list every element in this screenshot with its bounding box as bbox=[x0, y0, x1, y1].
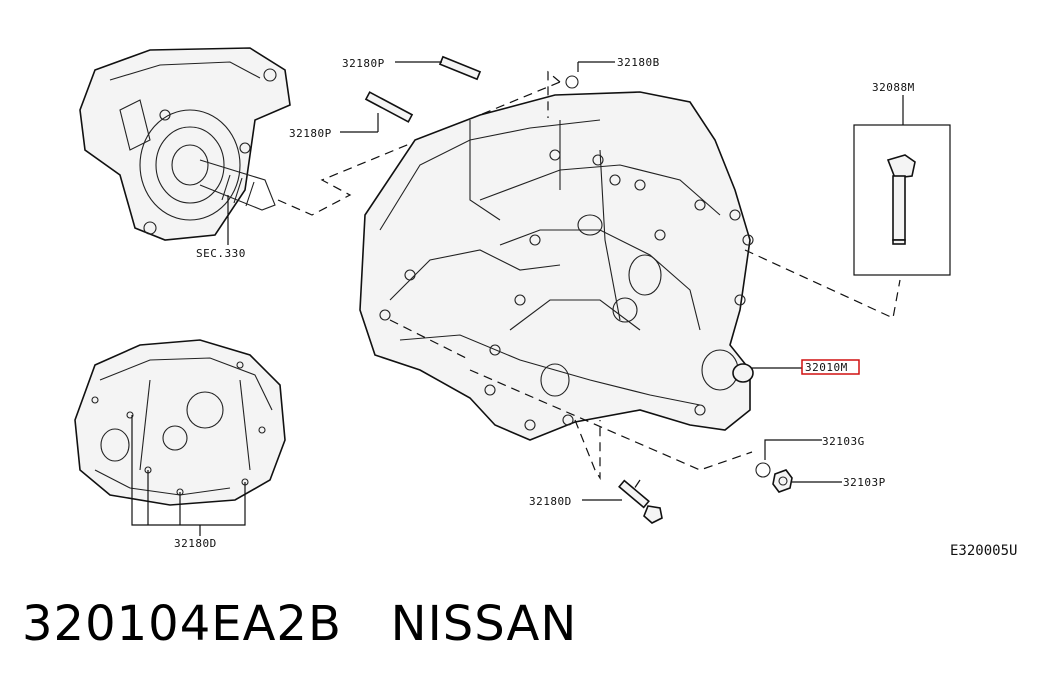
sec330-label: SEC.330 bbox=[196, 247, 246, 260]
transfer-case-dashed-leader bbox=[277, 81, 561, 216]
label-32180b: 32180B bbox=[617, 56, 660, 69]
label-32180p-top: 32180P bbox=[342, 57, 385, 70]
bolt-32180d bbox=[618, 479, 663, 524]
rod-32088m-icon bbox=[886, 154, 916, 245]
dash-32088m bbox=[744, 249, 901, 319]
dash-32180b bbox=[547, 70, 561, 118]
highlight-box-32010m bbox=[801, 359, 860, 375]
transfer-case-illustration bbox=[79, 47, 291, 241]
dash-plug bbox=[469, 369, 753, 471]
label-32088m: 32088M bbox=[872, 81, 915, 94]
part-32088m-box bbox=[853, 124, 951, 276]
part-caption: 320104EA2B NISSAN bbox=[22, 596, 577, 652]
bell-housing-illustration bbox=[74, 339, 286, 506]
gasket-32103g bbox=[755, 462, 771, 478]
label-32180d-center: 32180D bbox=[529, 495, 572, 508]
figure-code: E320005U bbox=[950, 543, 1018, 559]
leader-32103g bbox=[764, 439, 822, 460]
label-32010m: 32010M bbox=[805, 361, 848, 374]
dash-bottom bbox=[574, 419, 601, 481]
label-32103p: 32103P bbox=[843, 476, 886, 489]
stud-bolt-top bbox=[438, 55, 482, 81]
part-number: 320104EA2B bbox=[22, 596, 342, 652]
label-32180d-left: 32180D bbox=[174, 537, 217, 550]
label-32180p-mid: 32180P bbox=[289, 127, 332, 140]
stud-bolt-mid bbox=[364, 91, 414, 123]
dash-32180d bbox=[631, 479, 641, 493]
drain-plug-32103p bbox=[772, 469, 793, 493]
label-32103g: 32103G bbox=[822, 435, 865, 448]
leader-32180d-left-1 bbox=[131, 415, 246, 526]
brand-name: NISSAN bbox=[390, 596, 578, 652]
transmission-case-illustration bbox=[359, 75, 754, 441]
